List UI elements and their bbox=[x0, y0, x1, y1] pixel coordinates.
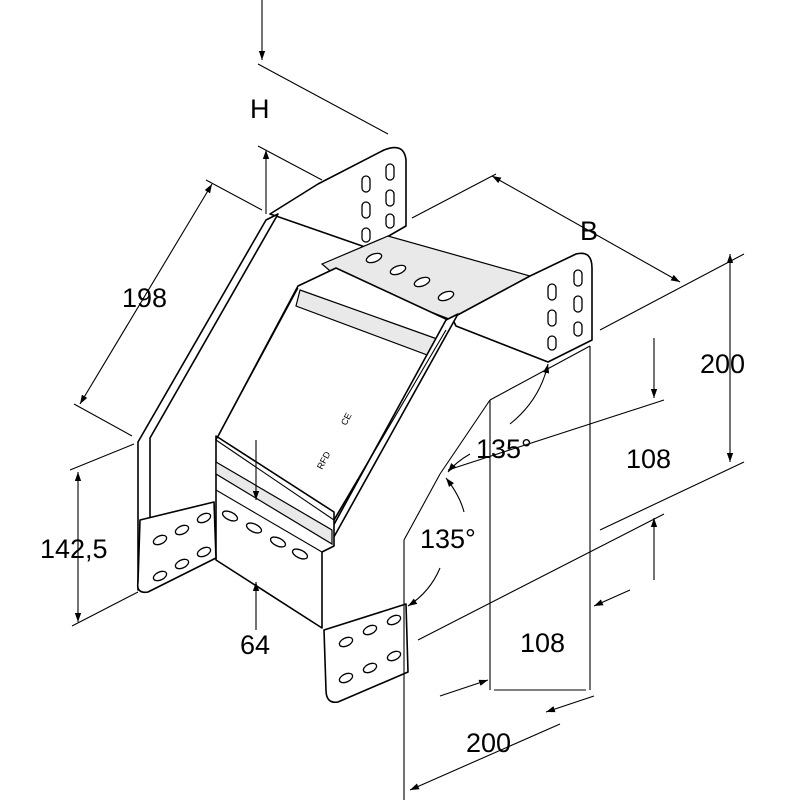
dimension-lines bbox=[69, 0, 745, 800]
upper-left-flange-slots bbox=[361, 163, 395, 243]
dim-200-right-ext bbox=[599, 461, 745, 531]
label-angle-lower: 135° bbox=[420, 524, 476, 554]
angle-upper-arc-b bbox=[447, 453, 471, 473]
front-box-band bbox=[215, 460, 333, 546]
dim-200-bottom-arrow-b bbox=[545, 695, 595, 713]
label-angle-upper: 135° bbox=[476, 434, 532, 464]
lower-right-flange-slots bbox=[338, 614, 402, 684]
upper-left-flange bbox=[269, 146, 407, 249]
dim-198-ext-b bbox=[205, 179, 263, 211]
dim-b-ext-a bbox=[411, 173, 497, 219]
label-198: 198 bbox=[122, 283, 167, 313]
label-108-upper: 108 bbox=[626, 444, 671, 474]
label-64: 64 bbox=[240, 630, 270, 660]
dimension-labels: H B 198 200 135° 108 135° 142,5 64 108 2… bbox=[40, 94, 745, 758]
fold-line-4 bbox=[215, 489, 323, 553]
angle-upper-arc bbox=[509, 363, 550, 425]
fold-line-1 bbox=[215, 439, 335, 521]
lower-left-flange-slots bbox=[152, 512, 212, 582]
dim-200-bottom-arrow-a bbox=[439, 679, 489, 697]
label-200-right: 200 bbox=[700, 349, 745, 379]
label-h: H bbox=[250, 94, 270, 124]
dim-108-lower-arrow-b bbox=[593, 589, 631, 607]
label-142: 142,5 bbox=[40, 534, 108, 564]
label-108-lower: 108 bbox=[520, 628, 565, 658]
cable-tray-angle-piece: RFD CE bbox=[136, 146, 593, 704]
label-200-bottom: 200 bbox=[466, 728, 511, 758]
dim-198-line bbox=[79, 183, 213, 405]
label-b: B bbox=[580, 216, 598, 246]
dim-108-lower-ext bbox=[417, 513, 665, 641]
guide-outline-1 bbox=[489, 345, 591, 401]
h-extension-top bbox=[257, 63, 389, 135]
dim-142-ext-a bbox=[69, 443, 135, 471]
back-lip-slots bbox=[365, 252, 455, 302]
angle-lower-arc-b bbox=[407, 567, 441, 607]
lower-left-flange bbox=[136, 501, 217, 594]
h-extension-bottom bbox=[257, 145, 323, 181]
fold-line-2 bbox=[215, 287, 299, 441]
angle-lower-arc bbox=[445, 477, 465, 513]
guide-outline-3 bbox=[403, 473, 441, 541]
dim-108-upper-ext bbox=[447, 399, 665, 471]
guide-outline-2 bbox=[439, 399, 491, 475]
dim-142-ext-b bbox=[71, 591, 139, 627]
dim-200-bottom-line bbox=[409, 723, 561, 791]
fold-line-3 bbox=[333, 329, 447, 521]
dim-b-line bbox=[491, 175, 681, 283]
dim-198-ext-a bbox=[73, 403, 133, 437]
front-box-slots bbox=[221, 510, 309, 560]
dim-b-ext-b bbox=[599, 253, 745, 331]
